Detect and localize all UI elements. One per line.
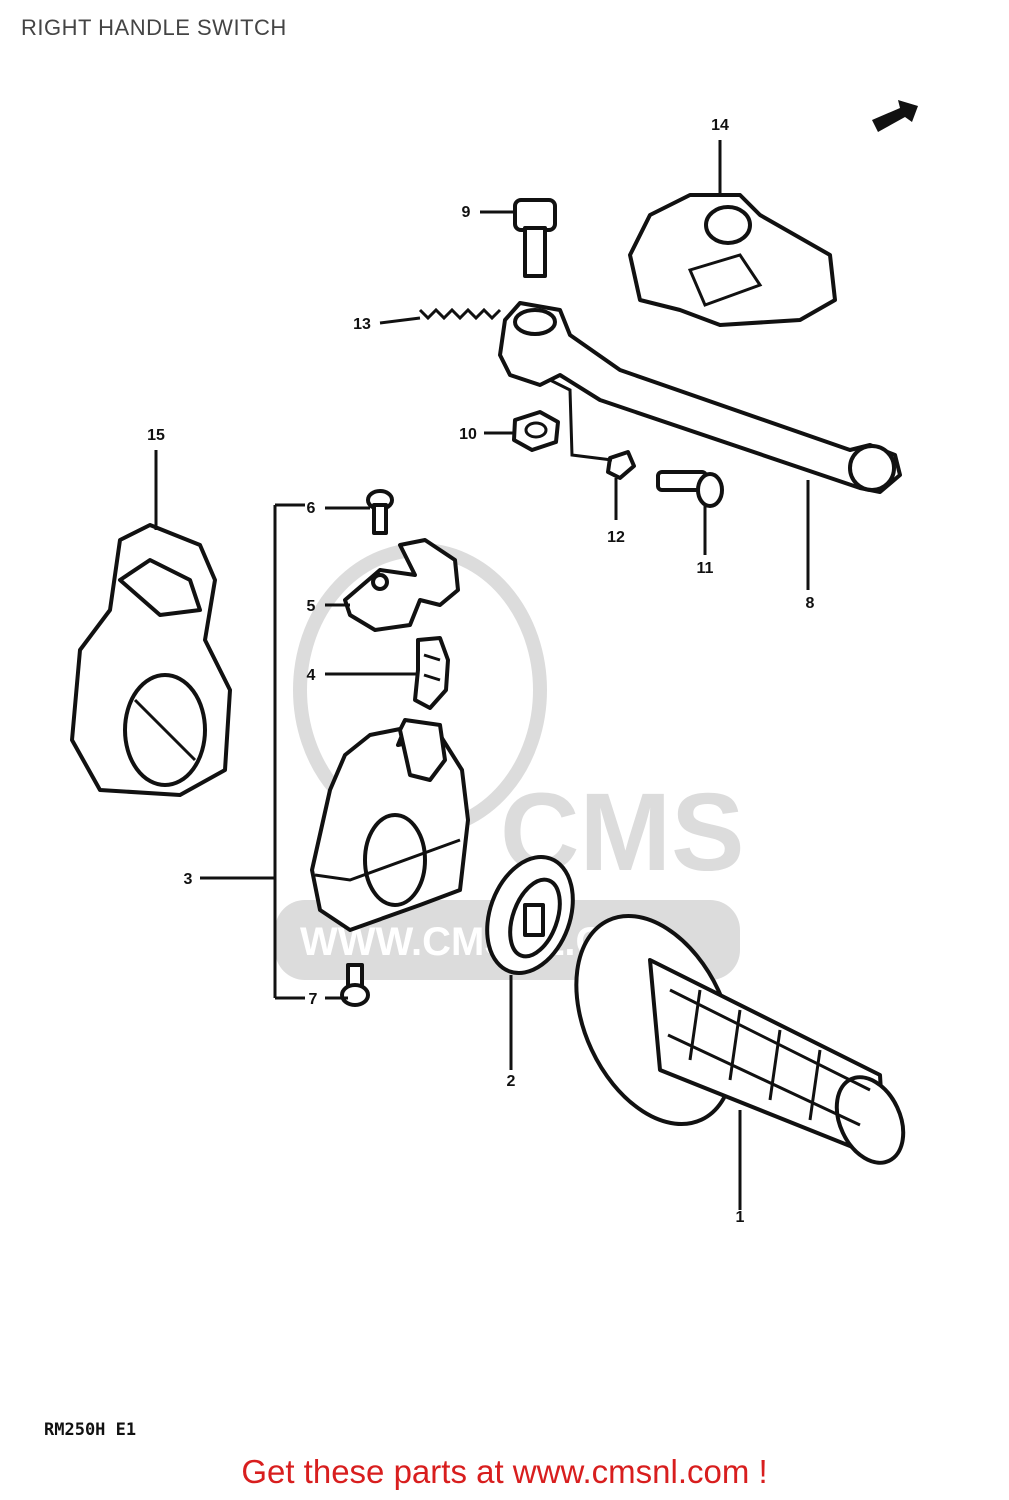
callout-7: 7 [309,991,318,1008]
switch-contact [343,538,460,632]
spring-plate [413,636,450,710]
pivot-bolt [513,198,557,278]
callout-13: 13 [353,316,371,333]
diagram-code: RM250H E1 [44,1420,137,1440]
callout-2: 2 [507,1073,516,1090]
page-title: RIGHT HANDLE SWITCH [21,15,287,40]
callout-10: 10 [459,426,477,443]
callouts: 1 2 3 4 5 6 7 8 9 10 11 12 13 14 15 [147,117,814,1226]
callout-1: 1 [736,1209,745,1226]
brake-lever [498,301,902,494]
footer-link[interactable]: Get these parts at www.cmsnl.com ! [241,1453,768,1490]
callout-15: 15 [147,427,165,444]
switch-cover [70,523,232,797]
callout-6: 6 [307,500,316,517]
callout-9: 9 [462,204,471,221]
leader-lines [154,140,810,1210]
throttle-ring [485,854,575,976]
spring [418,307,502,321]
callout-8: 8 [806,595,815,612]
lever-bracket [628,193,837,327]
small-nut [606,450,636,480]
switch-body [310,718,470,932]
adjuster-screw [656,470,724,508]
callout-5: 5 [307,598,316,615]
grip [574,914,906,1165]
callout-3: 3 [184,871,193,888]
callout-14: 14 [711,117,729,134]
callout-11: 11 [697,560,714,577]
callout-4: 4 [307,667,316,684]
front-arrow-icon [872,100,918,132]
lock-nut [512,410,560,452]
screw-lower [340,963,370,1007]
screw-upper [366,489,394,535]
callout-12: 12 [607,529,625,546]
